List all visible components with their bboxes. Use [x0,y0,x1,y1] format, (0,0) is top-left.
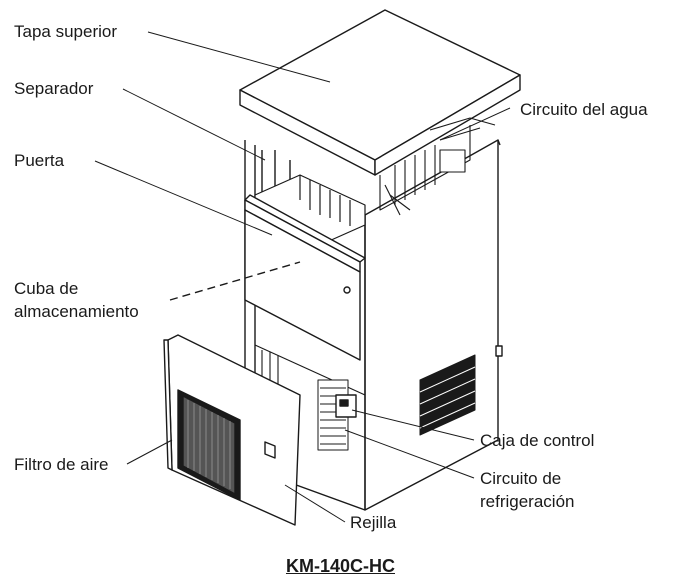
label-door: Puerta [14,151,65,170]
storage-bin-leader [169,261,301,301]
model-caption-text: KM-140C-HC [285,556,395,576]
panel-knob [264,441,276,459]
label-storage-bin-line1: Cuba de [14,279,79,298]
label-refrigeration-line1: Circuito de [480,469,562,488]
drain-pipe [495,345,503,357]
label-refrigeration-line2: refrigeración [480,492,575,511]
door [244,194,366,361]
top-cover [239,9,521,176]
label-storage-bin-line2: almacenamiento [14,302,139,321]
leader-lines [94,31,511,523]
control-box [335,394,357,418]
grille [177,389,241,501]
air-filter [187,400,231,489]
model-caption: KM-140C-HC [0,556,681,577]
water-circuit-assembly [379,117,496,216]
cabinet-side-panel [364,139,501,511]
label-separator: Separador [14,79,94,98]
label-top-cover: Tapa superior [14,22,118,41]
side-vent [419,354,476,436]
label-control-box: Caja de control [480,431,595,450]
label-water-circuit: Circuito del agua [520,100,648,119]
label-air-filter: Filtro de aire [14,455,109,474]
label-grille: Rejilla [350,513,397,532]
